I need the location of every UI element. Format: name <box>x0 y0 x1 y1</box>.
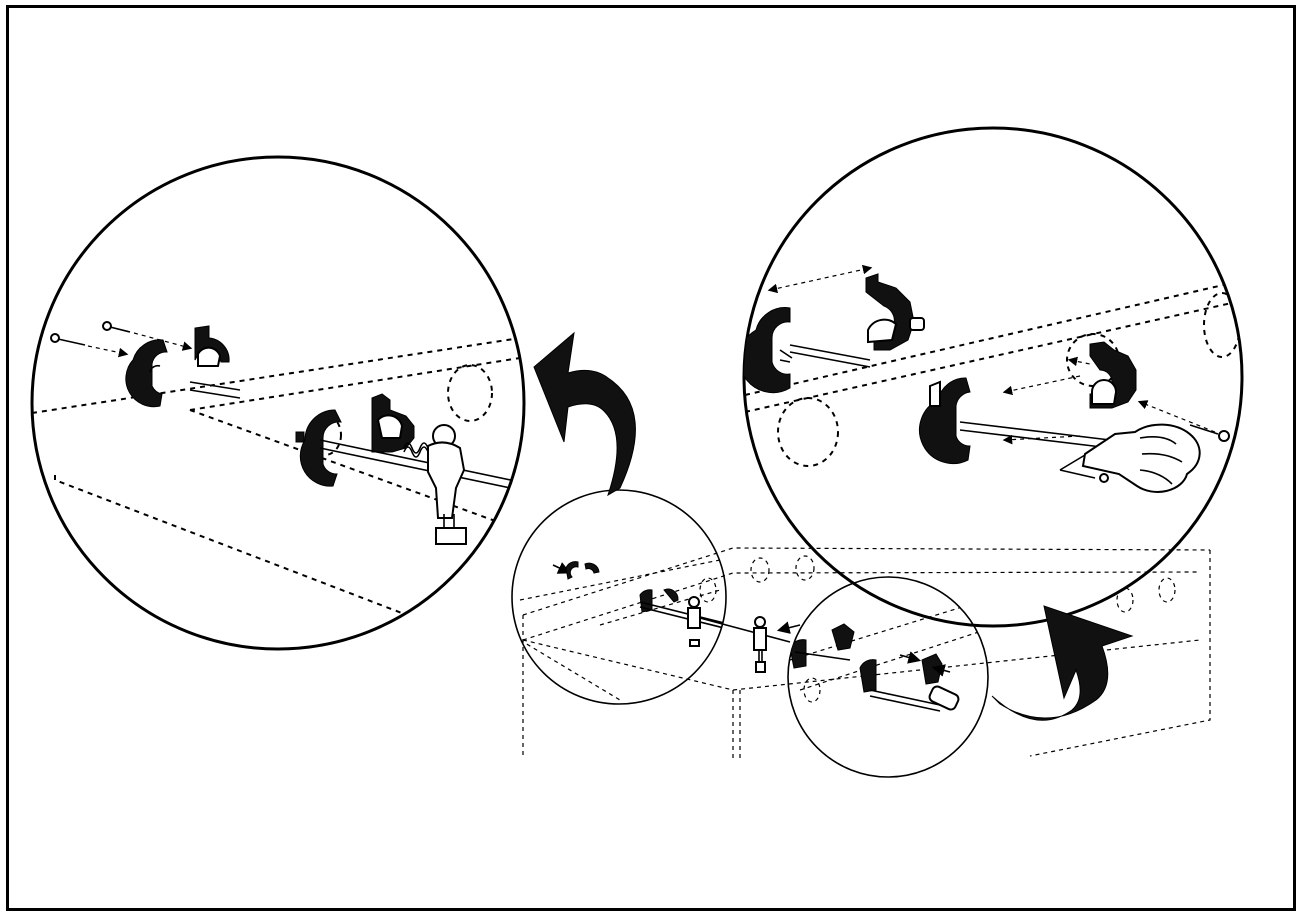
screw <box>1189 424 1230 442</box>
detail-circle-left <box>30 155 526 651</box>
rod <box>189 381 241 399</box>
rod <box>789 344 871 368</box>
bumper <box>918 377 971 465</box>
curved-arrow-left-icon <box>533 331 636 497</box>
bumper <box>295 409 342 487</box>
detail-circle-right <box>742 126 1244 628</box>
curved-arrow-right-icon <box>991 605 1134 721</box>
rod <box>319 439 521 491</box>
bumper <box>744 307 793 394</box>
screw <box>50 333 129 358</box>
detail-circle-small-left <box>511 489 727 705</box>
player-figure <box>427 424 467 545</box>
player-figure-small <box>699 616 791 673</box>
detail-circle-small-right <box>776 576 989 778</box>
screwdriver <box>1059 423 1201 493</box>
bumper <box>125 339 168 408</box>
rod <box>959 421 1111 449</box>
bearing-bracket <box>371 393 415 453</box>
screw <box>102 321 193 351</box>
table-outline <box>522 547 1211 758</box>
bearing-bracket <box>194 325 230 367</box>
bearing-bracket <box>865 273 925 351</box>
bearing-bracket <box>1089 341 1137 409</box>
